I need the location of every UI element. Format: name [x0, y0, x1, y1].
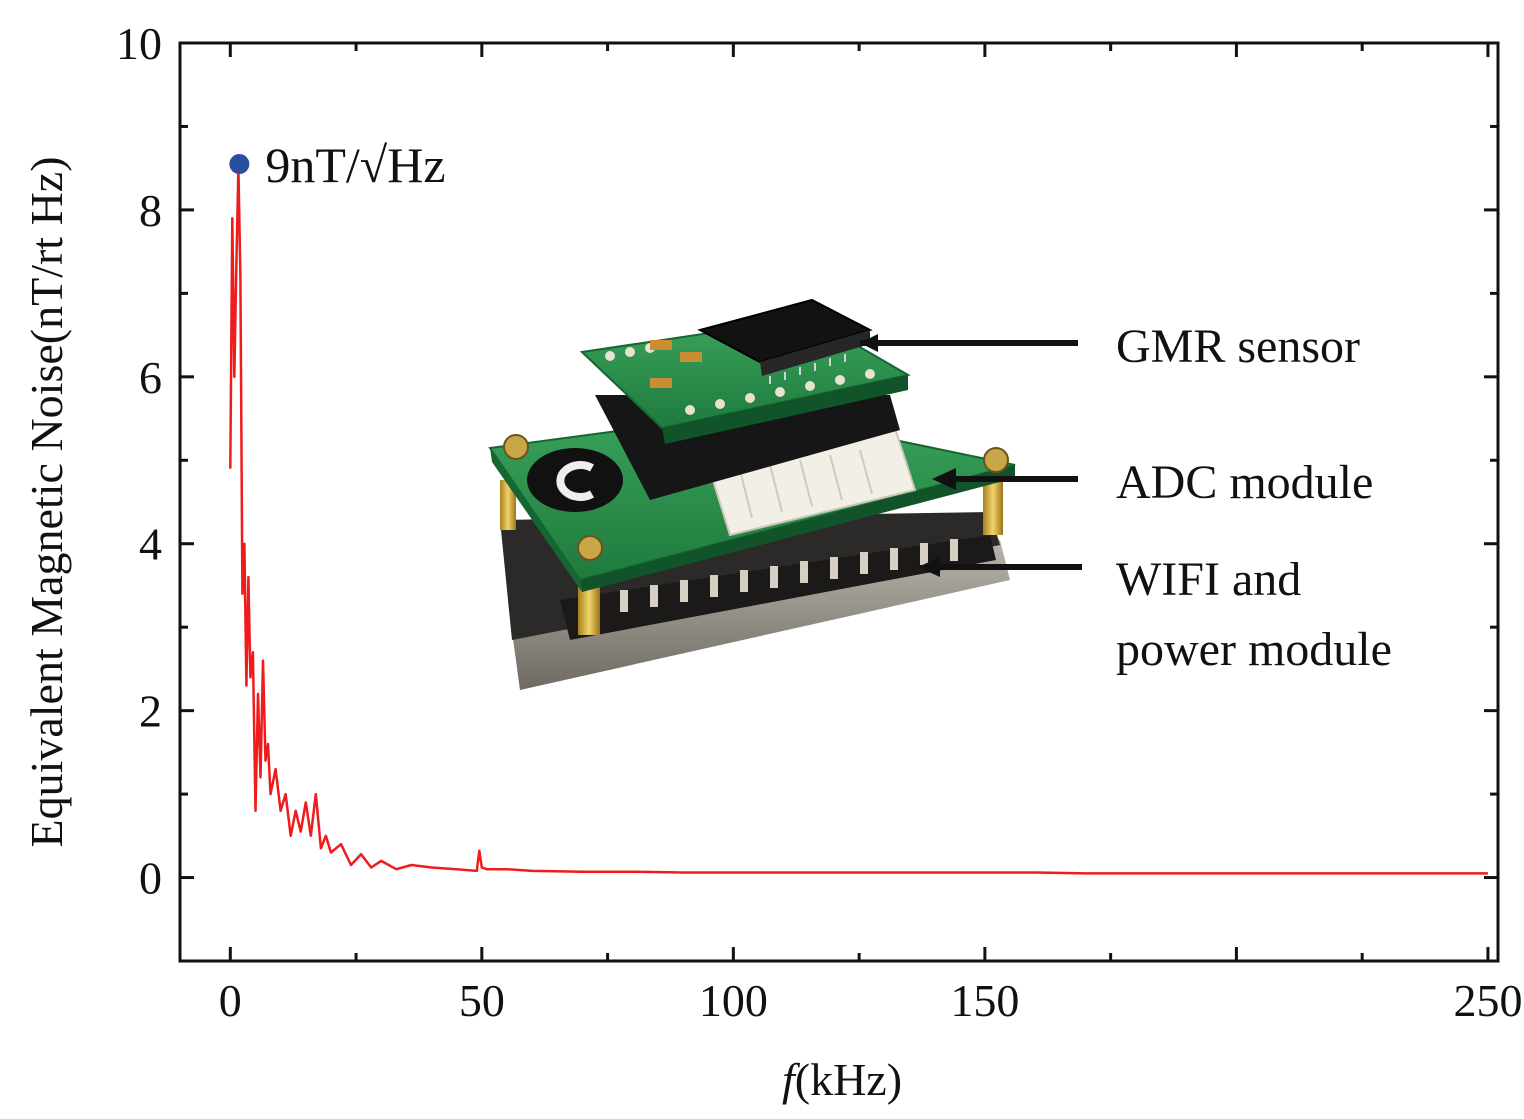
annotation-adc-module: ADC module	[1116, 456, 1373, 509]
y-axis-title: Equivalent Magnetic Noise(nT/rt Hz)	[21, 156, 72, 847]
peak-label: 9nT/√Hz	[265, 137, 445, 193]
x-tick-label: 150	[950, 975, 1019, 1026]
y-tick-label: 4	[139, 519, 162, 570]
y-tick-label: 10	[116, 18, 162, 69]
plot-frame	[178, 41, 1500, 963]
x-axis-title-unit: (kHz)	[795, 1054, 902, 1105]
y-tick-label: 8	[139, 185, 162, 236]
x-tick-label: 250	[1453, 975, 1522, 1026]
axis-ticks	[180, 41, 1498, 963]
annotation-gmr-sensor: GMR sensor	[1116, 320, 1360, 373]
annotation-arrowheads	[860, 334, 956, 577]
y-tick-labels: 0 2 4 6 8 10	[116, 18, 162, 904]
peak-marker	[229, 154, 250, 175]
y-tick-label: 2	[139, 686, 162, 737]
y-tick-label: 6	[139, 352, 162, 403]
x-tick-labels: 0 50 100 150 250	[219, 975, 1523, 1026]
annotation-pointers	[860, 340, 1082, 570]
annotation-wifi-line2: power module	[1116, 623, 1392, 676]
x-axis-title: f(kHz)	[782, 1054, 902, 1105]
x-tick-label: 100	[699, 975, 768, 1026]
y-tick-label: 0	[139, 853, 162, 904]
device-photo	[488, 298, 1016, 690]
series-line-noise	[229, 166, 1488, 875]
annotation-wifi-line1: WIFI and	[1116, 553, 1301, 606]
x-tick-label: 50	[459, 975, 505, 1026]
x-tick-label: 0	[219, 975, 242, 1026]
